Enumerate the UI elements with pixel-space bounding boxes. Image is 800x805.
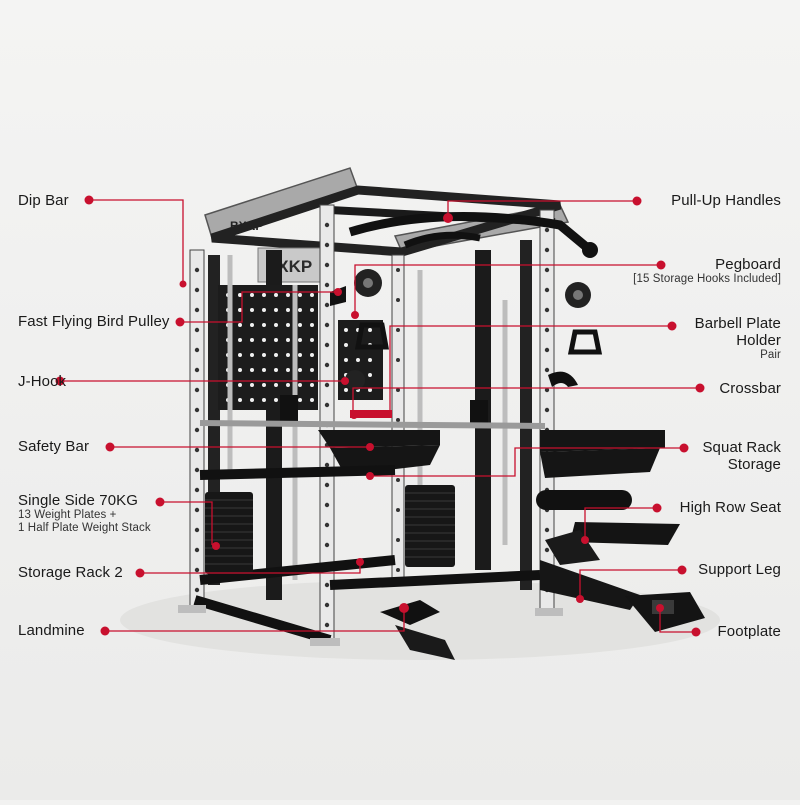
brand-logo-small: BXKP (230, 219, 263, 233)
label-pegboard-text: Pegboard (715, 256, 781, 273)
label-landmine: Landmine (18, 622, 85, 639)
label-j-hook-text: J-Hook (18, 373, 67, 390)
label-squat-rack-storage-line2: Storage (727, 456, 781, 473)
label-support-leg: Support Leg (698, 561, 781, 578)
label-single-side: Single Side 70KG 13 Weight Plates + 1 Ha… (18, 492, 151, 535)
label-footplate: Footplate (718, 623, 781, 640)
label-squat-rack-storage-line1: Squat Rack (702, 439, 781, 456)
label-single-side-sub2: 1 Half Plate Weight Stack (18, 522, 151, 534)
label-single-side-sub1: 13 Weight Plates + (18, 509, 117, 521)
label-squat-rack-storage: Squat Rack Storage (702, 439, 781, 473)
label-pegboard-sub: [15 Storage Hooks Included] (633, 273, 781, 285)
label-storage-rack-2: Storage Rack 2 (18, 564, 123, 581)
callout-dots (55, 195, 705, 637)
landmine (380, 600, 455, 660)
label-storage-rack-2-text: Storage Rack 2 (18, 564, 123, 581)
label-single-side-main: Single Side 70KG (18, 492, 139, 509)
label-barbell-plate-holder-line1: Barbell Plate (694, 315, 781, 332)
label-barbell-plate-holder: Barbell Plate Holder Pair (695, 315, 781, 362)
base-feet (178, 605, 563, 646)
cross-beams (193, 465, 541, 645)
label-landmine-text: Landmine (18, 622, 85, 639)
label-footplate-text: Footplate (717, 623, 781, 640)
label-barbell-plate-holder-sub: Pair (760, 349, 781, 361)
label-pegboard: Pegboard [15 Storage Hooks Included] (633, 256, 781, 286)
label-dip-bar: Dip Bar (18, 192, 69, 209)
label-barbell-plate-holder-line2: Holder (736, 332, 781, 349)
label-safety-bar: Safety Bar (18, 438, 89, 455)
label-pull-up-handles-text: Pull-Up Handles (671, 192, 781, 209)
weight-stacks (205, 485, 455, 574)
label-fast-flying-bird-pulley: Fast Flying Bird Pulley (18, 313, 170, 330)
label-crossbar-text: Crossbar (719, 380, 781, 397)
callout-lines (60, 199, 700, 633)
label-crossbar: Crossbar (719, 380, 781, 397)
label-j-hook: J-Hook (18, 373, 66, 390)
label-pulley-text: Fast Flying Bird Pulley (18, 313, 170, 330)
label-dip-bar-text: Dip Bar (18, 192, 69, 209)
label-support-leg-text: Support Leg (698, 561, 781, 578)
pulleys (345, 269, 603, 390)
label-safety-bar-text: Safety Bar (18, 438, 90, 455)
label-high-row-seat-text: High Row Seat (679, 499, 781, 516)
label-high-row-seat: High Row Seat (680, 499, 781, 516)
label-pull-up-handles: Pull-Up Handles (671, 192, 781, 209)
high-row-seat (536, 490, 680, 565)
